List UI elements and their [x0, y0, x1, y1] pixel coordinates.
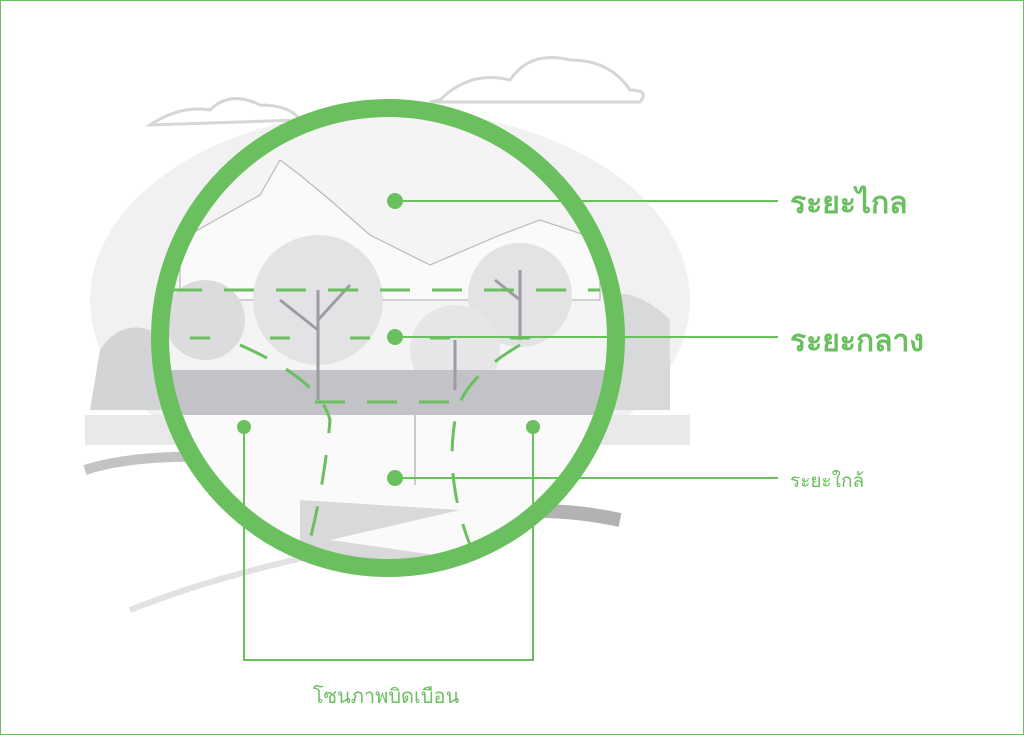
- scene-inside-lens: [160, 108, 616, 568]
- label-middle-distance: ระยะกลาง: [790, 324, 924, 359]
- distortion-zone-bracket: [237, 420, 540, 661]
- callout-near: [387, 470, 778, 486]
- callout-middle: [387, 329, 778, 345]
- callout-far: [387, 193, 778, 209]
- label-far-distance: ระยะไกล: [790, 186, 908, 221]
- label-near-distance: ระยะใกล้: [790, 470, 865, 492]
- label-distortion-zone: โซนภาพบิดเบือน: [312, 684, 460, 708]
